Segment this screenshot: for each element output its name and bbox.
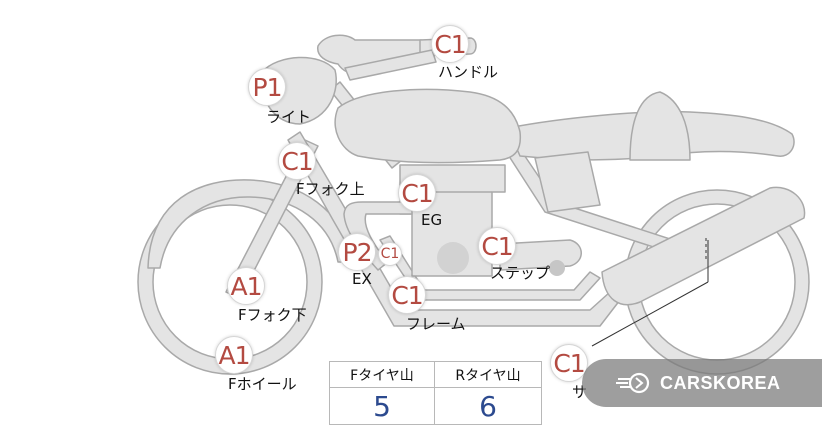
fork-upper-label: Fフォク上 (296, 180, 365, 198)
rear-tire-value: 6 (479, 389, 497, 423)
rear-condition-badge: C1 (550, 344, 588, 382)
front-wheel-condition-badge: A1 (215, 336, 253, 374)
carskorea-logo-icon (616, 372, 650, 394)
exhaust-label: EX (352, 270, 372, 288)
fork-lower-label: Fフォク下 (238, 306, 307, 324)
fork-lower-condition-badge: A1 (227, 267, 265, 305)
handle-label: ハンドル (438, 63, 499, 81)
fork-upper-condition-badge: C1 (278, 142, 316, 180)
tire-tread-table: Fタイヤ山 Rタイヤ山 5 6 (329, 361, 542, 425)
front-tire-value: 5 (330, 388, 435, 424)
front-tire-header: Fタイヤ山 (330, 362, 435, 388)
rear-tire-header: Rタイヤ山 (435, 362, 541, 388)
engine-condition-badge: C1 (398, 174, 436, 212)
exhaust-condition-badge: P2 (338, 233, 376, 271)
frame-label: フレーム (406, 315, 466, 333)
light-condition-badge: P1 (248, 68, 286, 106)
exhaust-sub-condition-badge: C1 (378, 242, 402, 266)
front-wheel-label: Fホイール (228, 375, 297, 393)
step-condition-badge: C1 (478, 227, 516, 265)
handle-condition-badge: C1 (431, 25, 469, 63)
watermark-text: CARSKOREA (660, 372, 781, 393)
step-label: ステップ (490, 264, 551, 282)
light-label: ライト (266, 108, 312, 126)
carskorea-watermark: CARSKOREA (582, 359, 822, 407)
frame-condition-badge: C1 (388, 276, 426, 314)
engine-label: EG (421, 211, 443, 229)
